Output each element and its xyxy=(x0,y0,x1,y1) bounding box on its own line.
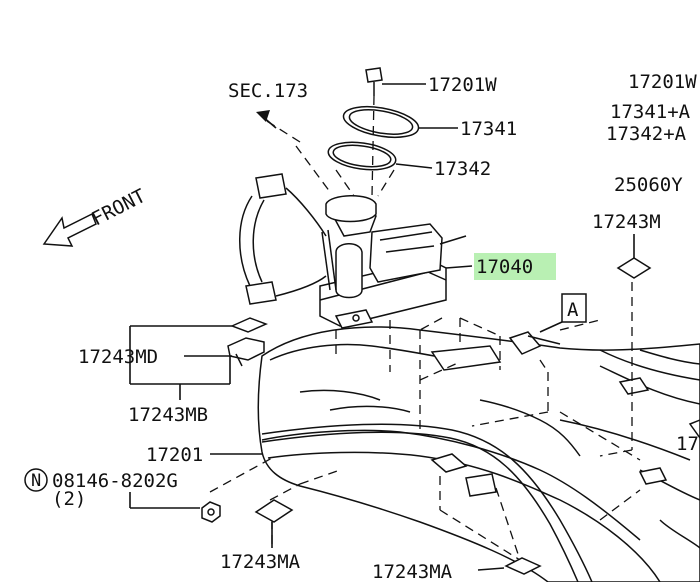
fuel-pump-assembly xyxy=(239,173,467,329)
label-cut-17342a: 17342+A xyxy=(606,123,687,145)
reference-a-label: A xyxy=(567,299,579,321)
n-symbol-label: N xyxy=(31,471,41,491)
sec-arrow-icon xyxy=(256,110,277,129)
pad-17243ma-right xyxy=(504,557,542,575)
label-17243ma-right: 17243MA xyxy=(372,561,453,582)
pad-17243md xyxy=(230,317,268,333)
leader-lines xyxy=(129,83,635,571)
label-17243md: 17243MD xyxy=(78,346,158,368)
highlight-17040 xyxy=(474,253,556,280)
fuel-tank xyxy=(257,326,700,582)
gasket-17342 xyxy=(327,141,397,171)
dashed-reference-lines xyxy=(209,95,641,561)
label-17243m: 17243M xyxy=(592,211,661,233)
bolt-17201w xyxy=(365,67,383,96)
label-17341: 17341 xyxy=(460,118,517,140)
label-17201: 17201 xyxy=(146,444,203,466)
label-qty: (2) xyxy=(52,488,86,510)
n-symbol-circle xyxy=(24,468,48,492)
reference-a-box: A xyxy=(561,293,587,323)
bracket-17243mb xyxy=(227,337,265,367)
label-17040: 17040 xyxy=(476,256,533,278)
label-08146: 08146-8202G xyxy=(52,470,178,492)
front-label: FRONT xyxy=(88,185,149,231)
pad-17243ma-left xyxy=(254,499,294,523)
sec-label: SEC.173 xyxy=(228,80,308,102)
pad-17243m xyxy=(616,257,652,279)
lock-ring-17341 xyxy=(342,105,420,139)
front-arrow-icon xyxy=(42,212,97,247)
label-17243ma-left: 17243MA xyxy=(220,551,301,573)
label-cut-17201w: 17201W xyxy=(628,71,697,93)
label-17342: 17342 xyxy=(434,158,491,180)
label-17201w: 17201W xyxy=(428,74,497,96)
label-25060y: 25060Y xyxy=(614,174,683,196)
label-cut-17y: 17Y xyxy=(676,433,700,455)
label-cut-17341a: 17341+A xyxy=(610,101,691,123)
label-17243mb: 17243MB xyxy=(128,404,208,426)
nut-08146 xyxy=(201,501,221,523)
